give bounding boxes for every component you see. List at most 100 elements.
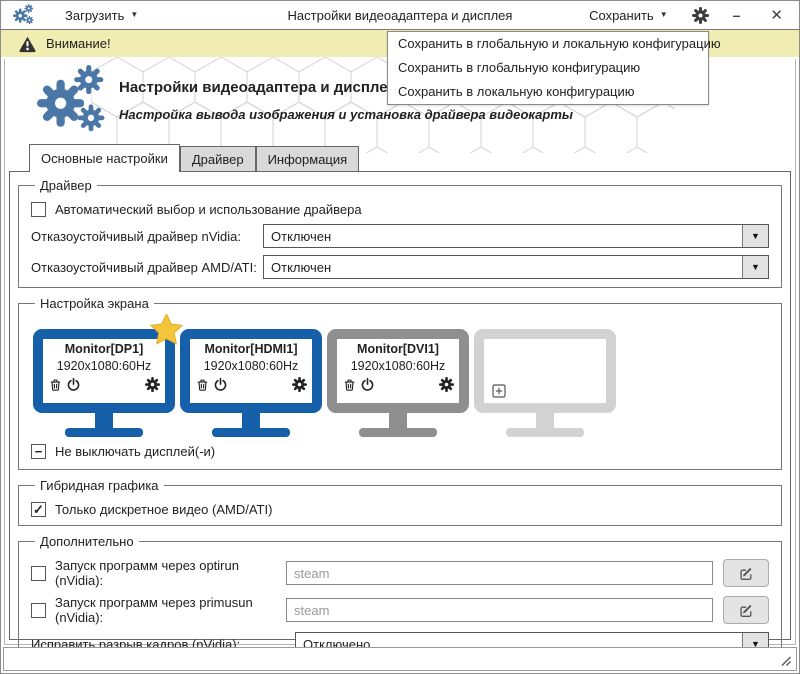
optirun-row: Запуск программ через optirun (nVidia):: [31, 558, 769, 588]
monitor-settings-gear-icon[interactable]: [439, 377, 454, 392]
status-bar: [3, 647, 797, 671]
app-gears-icon: [11, 4, 37, 26]
monitor-name: Monitor[HDMI1]: [204, 342, 298, 356]
monitor-name: Monitor[DVI1]: [357, 342, 439, 356]
primusun-row: Запуск программ через primusun (nVidia):: [31, 595, 769, 625]
driver-group-title: Драйвер: [40, 178, 92, 193]
monitor-add-slot[interactable]: [474, 329, 616, 437]
edit-pencil-icon: [738, 602, 754, 618]
primusun-label: Запуск программ через primusun (nVidia):: [55, 595, 253, 625]
menu-item-save-global-and-local[interactable]: Сохранить в глобальную и локальную конфи…: [398, 36, 721, 51]
delete-monitor-icon[interactable]: [195, 377, 210, 392]
toolbar: Загрузить ▼ Настройки видеоадаптера и ди…: [1, 1, 799, 29]
minimize-button[interactable]: –: [727, 7, 747, 23]
nvidia-failsafe-label: Отказоустойчивый драйвер nVidia:: [31, 228, 241, 244]
primary-star-icon: [150, 314, 183, 345]
hybrid-group-title: Гибридная графика: [40, 478, 159, 493]
extra-group-title: Дополнительно: [40, 534, 134, 549]
warning-icon: [18, 35, 37, 53]
monitor-base: [506, 428, 584, 437]
monitor-list: Monitor[DP1] 1920x1080:60Hz Monitor[HDMI…: [33, 329, 769, 437]
tab-information[interactable]: Информация: [255, 146, 360, 171]
monitor-stand: [536, 413, 554, 428]
monitor-dp1[interactable]: Monitor[DP1] 1920x1080:60Hz: [33, 329, 175, 437]
nvidia-failsafe-select[interactable]: Отключен ▼: [263, 224, 769, 248]
keep-displays-on-checkbox[interactable]: [31, 444, 46, 459]
tab-label: Драйвер: [191, 151, 244, 167]
monitor-resolution: 1920x1080:60Hz: [56, 359, 152, 373]
menu-item-save-local[interactable]: Сохранить в локальную конфигурацию: [398, 84, 635, 99]
monitor-screen: Monitor[HDMI1] 1920x1080:60Hz: [180, 329, 322, 413]
delete-monitor-icon[interactable]: [342, 377, 357, 392]
resize-grip[interactable]: [779, 654, 792, 667]
driver-group: Драйвер Автоматический выбор и использов…: [18, 178, 782, 288]
settings-gear-icon[interactable]: [692, 7, 709, 24]
auto-driver-checkbox[interactable]: [31, 202, 46, 217]
screen-group: Настройка экрана Monitor[DP1] 1920x1080:…: [18, 296, 782, 470]
tab-label: Основные настройки: [41, 151, 168, 166]
monitor-resolution: 1920x1080:60Hz: [350, 359, 446, 373]
warning-text: Внимание!: [46, 36, 111, 51]
discrete-only-row[interactable]: Только дискретное видео (AMD/ATI): [31, 502, 769, 517]
discrete-only-label: Только дискретное видео (AMD/ATI): [55, 502, 273, 517]
monitor-name: Monitor[DP1]: [64, 342, 144, 356]
monitor-base: [212, 428, 290, 437]
tab-bar: Основные настройки Драйвер Информация: [9, 144, 791, 172]
auto-driver-checkbox-row[interactable]: Автоматический выбор и использование дра…: [31, 202, 769, 217]
page-subtitle: Настройка вывода изображения и установка…: [119, 107, 574, 122]
monitor-hdmi1[interactable]: Monitor[HDMI1] 1920x1080:60Hz: [180, 329, 322, 437]
extra-group: Дополнительно Запуск программ через opti…: [18, 534, 782, 665]
chevron-down-icon: ▼: [130, 10, 139, 19]
auto-driver-label: Автоматический выбор и использование дра…: [55, 202, 362, 217]
amd-failsafe-value: Отключен: [271, 260, 332, 275]
save-dropdown-menu: Сохранить в глобальную и локальную конфи…: [387, 31, 721, 105]
nvidia-failsafe-value: Отключен: [271, 229, 332, 244]
monitor-resolution: 1920x1080:60Hz: [203, 359, 299, 373]
save-button-label: Сохранить: [589, 7, 654, 23]
delete-monitor-icon[interactable]: [48, 377, 63, 392]
monitor-settings-gear-icon[interactable]: [292, 377, 307, 392]
keep-displays-on-row[interactable]: Не выключать дисплей(-и): [31, 444, 769, 459]
amd-failsafe-select[interactable]: Отключен ▼: [263, 255, 769, 279]
add-monitor-icon[interactable]: [491, 383, 507, 399]
monitor-stand: [95, 413, 113, 428]
tab-page-main-settings: Драйвер Автоматический выбор и использов…: [9, 171, 791, 665]
monitor-screen: Monitor[DVI1] 1920x1080:60Hz: [327, 329, 469, 413]
optirun-command-input[interactable]: [286, 561, 713, 585]
load-button[interactable]: Загрузить ▼: [59, 7, 144, 24]
hybrid-group: Гибридная графика Только дискретное виде…: [18, 478, 782, 526]
primusun-command-input[interactable]: [286, 598, 713, 622]
tab-driver[interactable]: Драйвер: [179, 146, 256, 171]
save-button[interactable]: Сохранить ▼: [583, 7, 674, 24]
tab-main-settings[interactable]: Основные настройки: [29, 144, 180, 172]
primusun-checkbox[interactable]: [31, 602, 46, 618]
load-button-label: Загрузить: [65, 7, 125, 23]
screen-group-title: Настройка экрана: [40, 296, 149, 311]
primusun-edit-button[interactable]: [723, 596, 769, 624]
optirun-edit-button[interactable]: [723, 559, 769, 587]
menu-item-save-global[interactable]: Сохранить в глобальную конфигурацию: [398, 60, 641, 75]
monitor-screen: [474, 329, 616, 413]
power-monitor-icon[interactable]: [66, 377, 81, 392]
app-logo-icon: [27, 65, 119, 137]
monitor-stand: [242, 413, 260, 428]
chevron-down-icon: ▼: [659, 10, 668, 19]
discrete-only-checkbox[interactable]: [31, 502, 46, 517]
monitor-screen: Monitor[DP1] 1920x1080:60Hz: [33, 329, 175, 413]
page-title: Настройки видеоадаптера и дисплея: [119, 79, 397, 96]
amd-failsafe-label: Отказоустойчивый драйвер AMD/ATI:: [31, 259, 257, 275]
monitor-base: [359, 428, 437, 437]
power-monitor-icon[interactable]: [213, 377, 228, 392]
monitor-dvi1[interactable]: Monitor[DVI1] 1920x1080:60Hz: [327, 329, 469, 437]
monitor-base: [65, 428, 143, 437]
optirun-label: Запуск программ через optirun (nVidia):: [55, 558, 239, 588]
monitor-stand: [389, 413, 407, 428]
monitor-settings-gear-icon[interactable]: [145, 377, 160, 392]
close-button[interactable]: ✕: [764, 7, 789, 24]
chevron-down-icon[interactable]: ▼: [742, 225, 768, 247]
power-monitor-icon[interactable]: [360, 377, 375, 392]
chevron-down-icon[interactable]: ▼: [742, 256, 768, 278]
optirun-checkbox[interactable]: [31, 565, 46, 581]
keep-displays-on-label: Не выключать дисплей(-и): [55, 444, 216, 459]
